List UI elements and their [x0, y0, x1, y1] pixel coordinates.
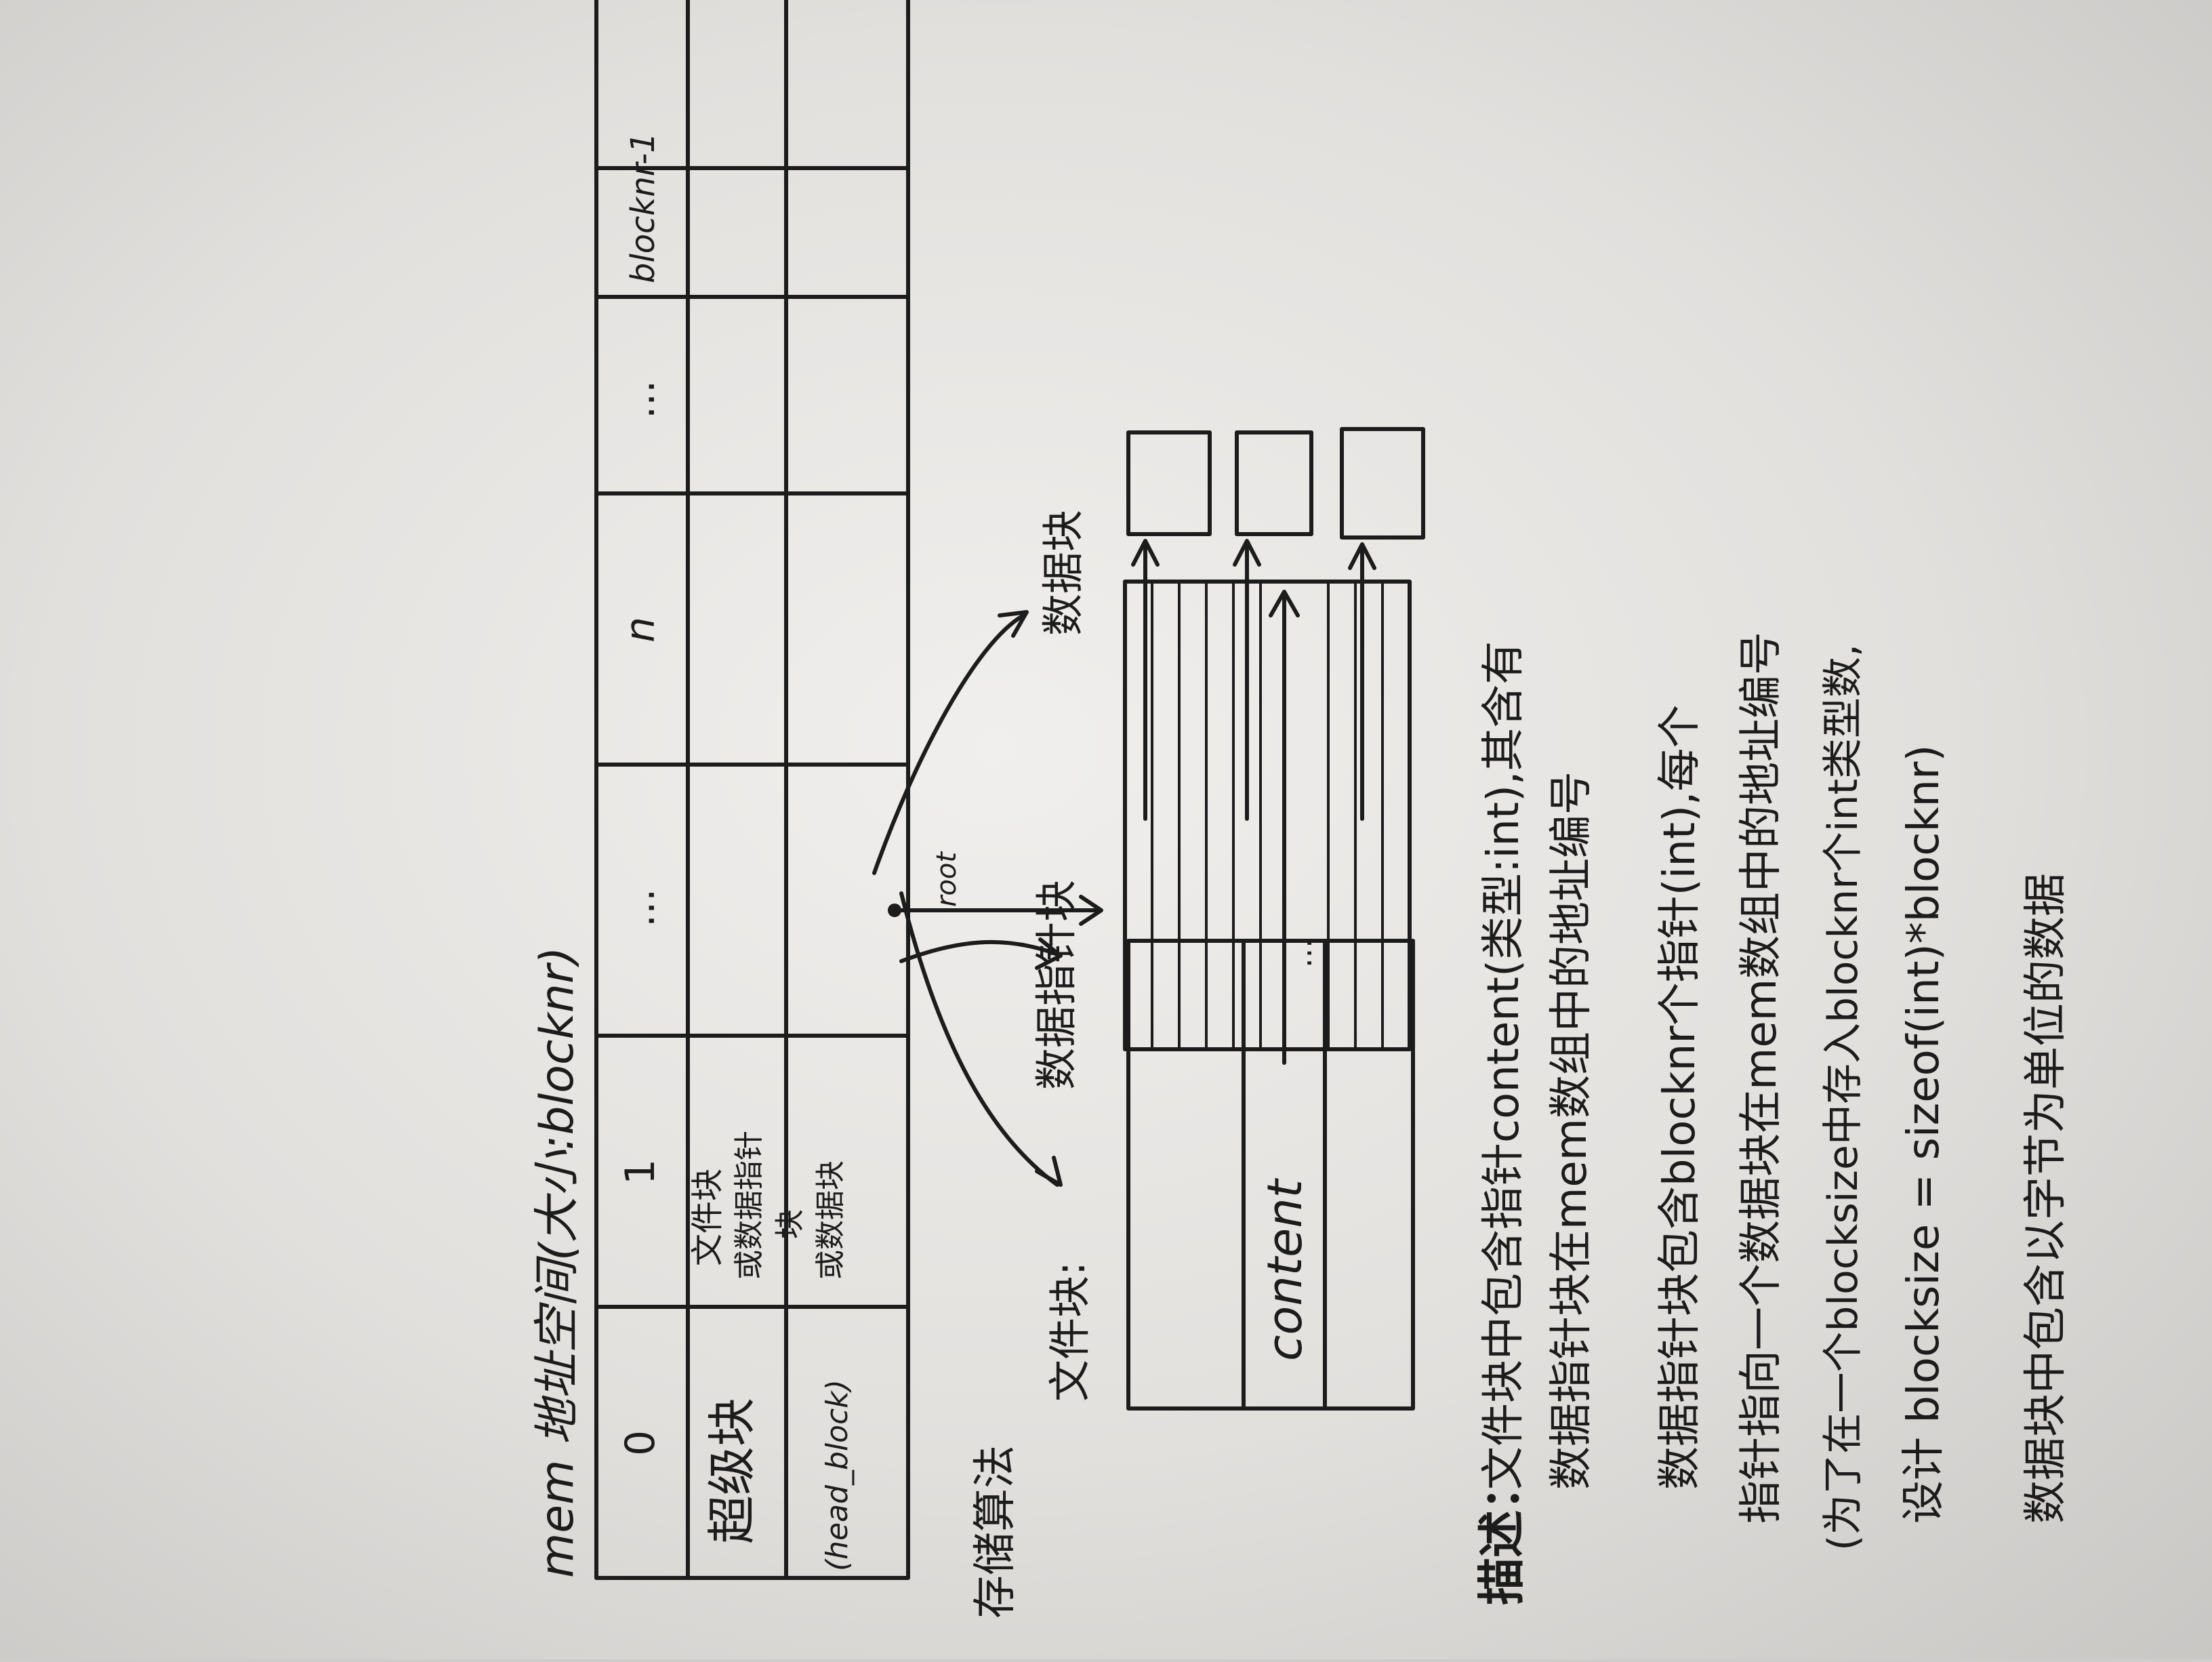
curve-to-data-block	[872, 613, 1025, 875]
cell-index-0: 0	[617, 1430, 664, 1456]
description-line-6: 设计 blocksize = sizeof(int)*blocknr)	[1899, 745, 1949, 1524]
data-block-label: 数据块	[1038, 510, 1088, 636]
content-arrowhead	[1269, 590, 1300, 617]
description-heading: 描述：	[1474, 1463, 1530, 1605]
data-pointer-block-label: 数据指针块	[1031, 880, 1081, 1090]
data-pointer-block	[1123, 580, 1412, 1051]
memory-array: 0 1 ... n ... blocknr-1 超级块 (head_block)…	[594, 0, 910, 1580]
description-line-1: 文件块中包含指针content(类型:int),其含有	[1479, 641, 1529, 1490]
pointer-slots	[1151, 582, 1384, 1049]
block1-line4: 或数据块	[813, 1160, 848, 1280]
content-field: content	[1257, 1177, 1313, 1361]
memory-frame	[594, 0, 910, 1580]
cell-index-n: n	[617, 617, 664, 643]
memory-title: mem 地址空间(大小:blocknr)	[531, 947, 584, 1578]
cell-index-dots-1: ...	[617, 889, 664, 927]
block1-line2: 或数据指针	[732, 1131, 766, 1280]
block1-line3: 块	[773, 1209, 807, 1239]
file-block	[1126, 939, 1415, 1411]
curve-to-pointer-block	[899, 939, 1059, 963]
description-line-4: 指针指向一个数据块在mem数组中的地址编号	[1736, 632, 1786, 1524]
description-line-2: 数据指针块在mem数组中的地址编号	[1547, 771, 1597, 1490]
cell-index-dots-2: ...	[617, 380, 664, 419]
block1-line1: 文件块	[689, 1169, 726, 1266]
description-line-7: 数据块中包含以字节为单位的数据	[2021, 873, 2071, 1524]
cell-index-last: blocknr-1	[624, 132, 662, 283]
data-block-3	[1340, 427, 1425, 540]
cell-index-1: 1	[617, 1159, 664, 1185]
superblock-head-block: (head_block)	[820, 1379, 855, 1571]
description-line-3: 数据指针块包含blocknr个指针(int),每个	[1655, 705, 1705, 1490]
data-block-1	[1126, 430, 1212, 536]
file-block-label: 文件块:	[1045, 1261, 1094, 1402]
root-arrowhead	[1079, 895, 1103, 926]
data-block-2	[1235, 430, 1313, 536]
algorithm-label: 存储算法	[970, 1445, 1021, 1619]
description-line-5: (为了在一个blocksize中存入blocknr个int类型数,	[1820, 644, 1867, 1551]
root-label: root	[931, 851, 962, 907]
superblock-label: 超级块	[703, 1398, 760, 1544]
curve-to-file-block	[899, 891, 1059, 1187]
pointer-slots-dots: ...	[1282, 938, 1319, 968]
description: 描述： 文件块中包含指针content(类型:int),其含有 数据指针块在me…	[1474, 632, 2071, 1605]
